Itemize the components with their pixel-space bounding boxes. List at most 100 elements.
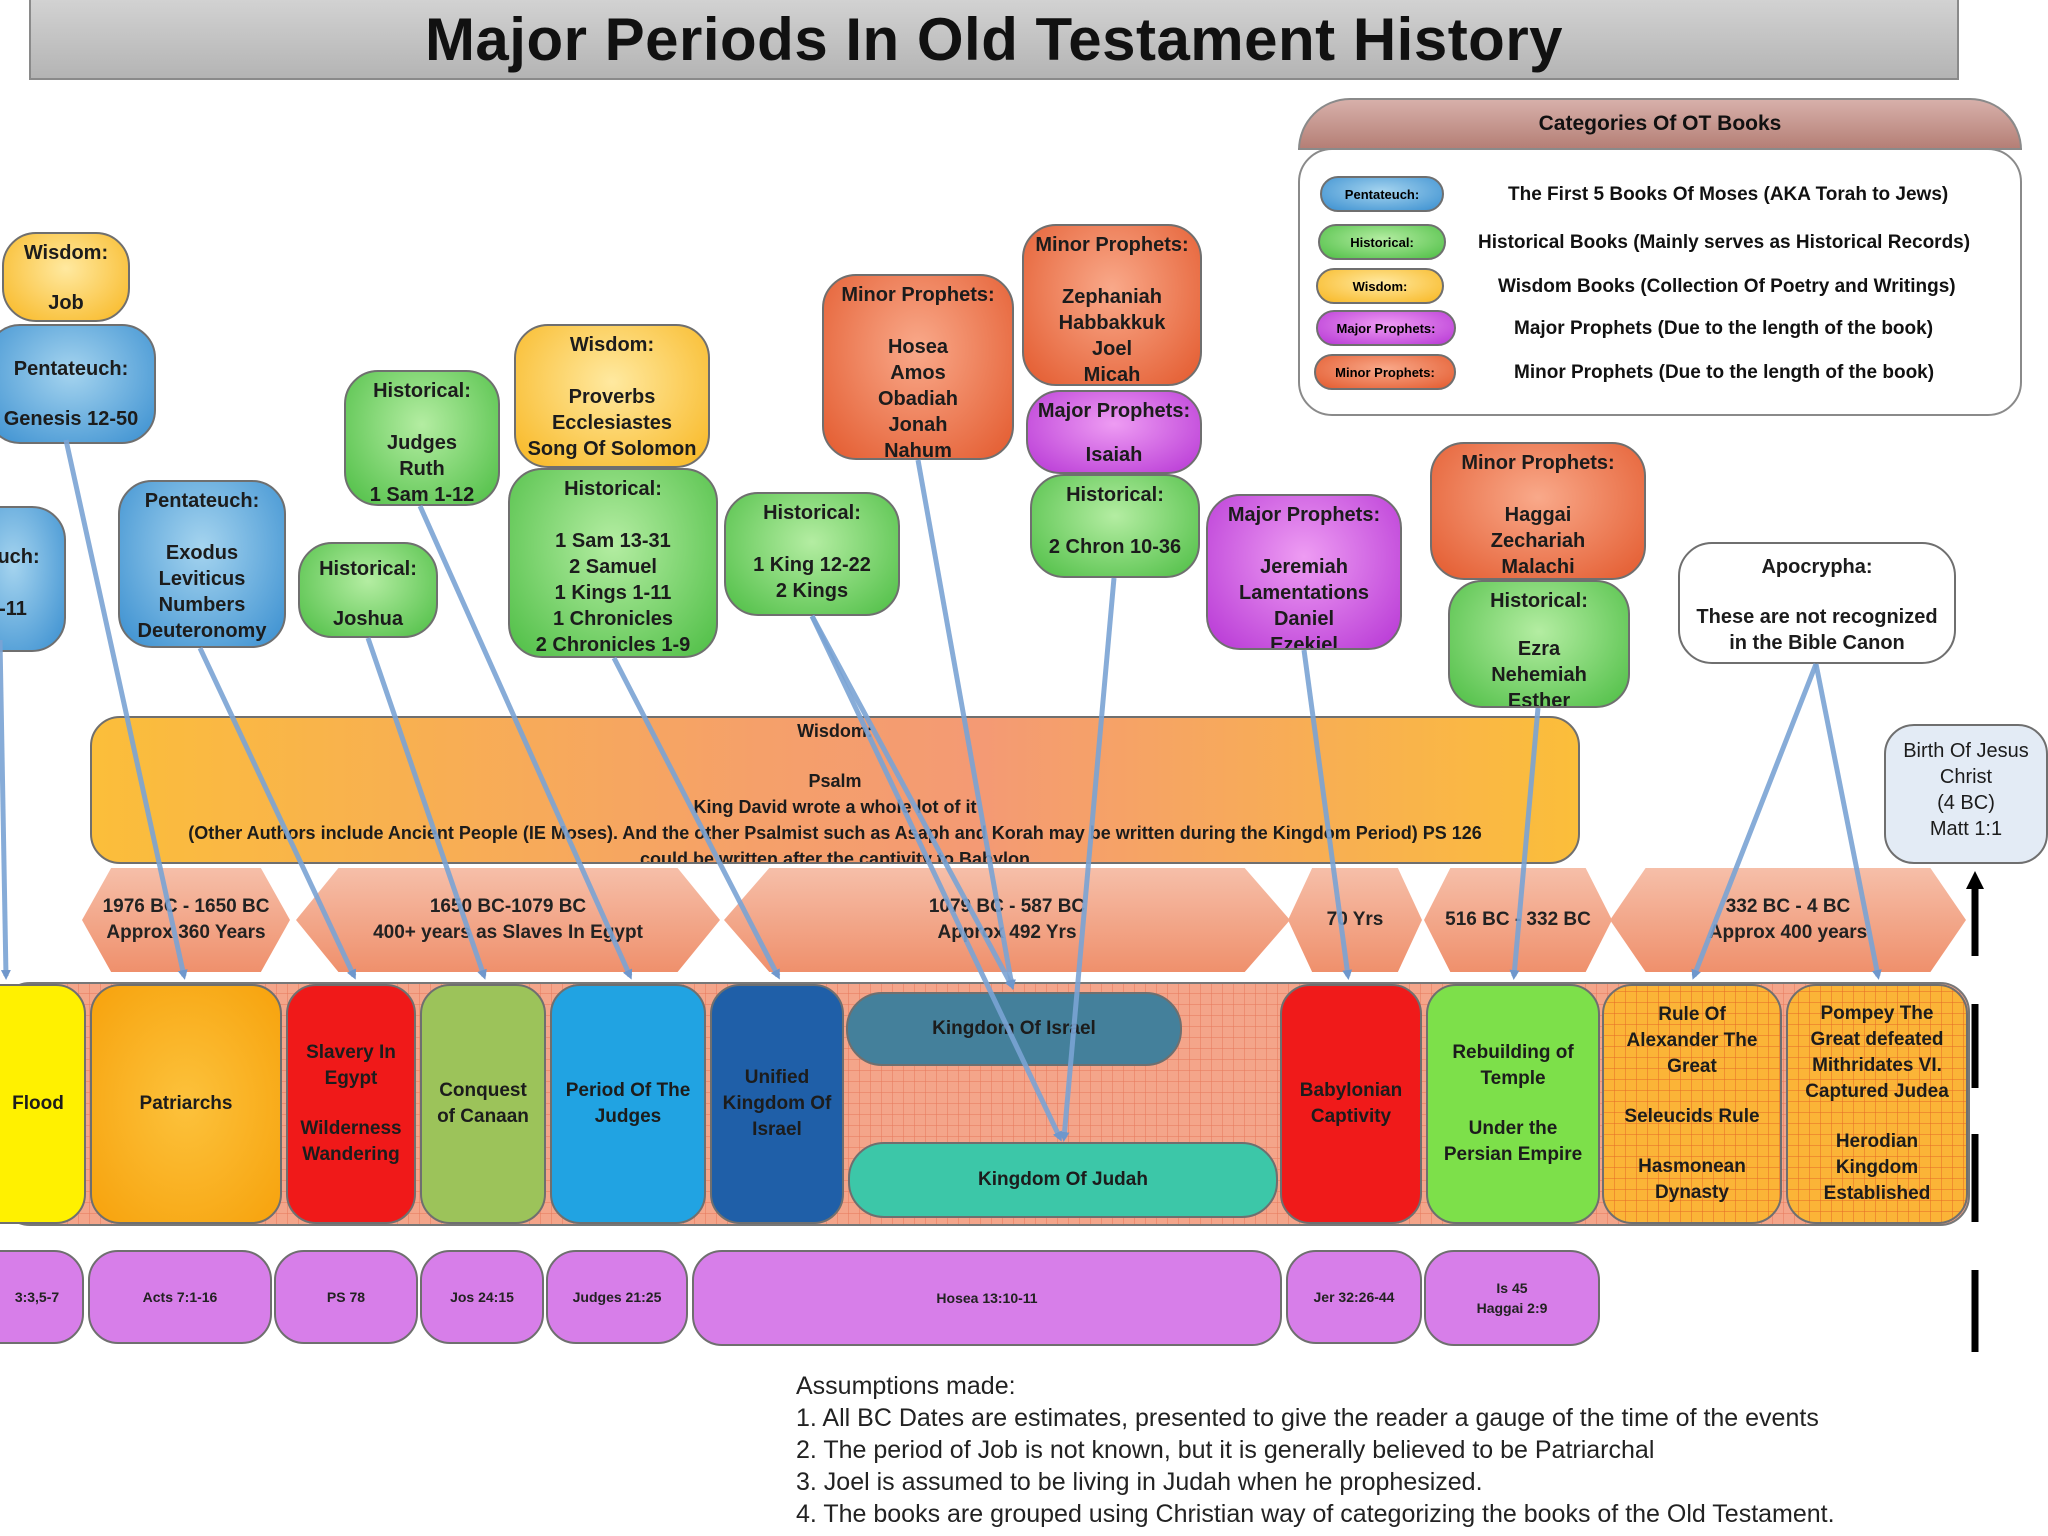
- book-list: -11: [0, 598, 27, 620]
- period-label: of Canaan: [437, 1106, 529, 1127]
- period-label: Egypt: [324, 1068, 378, 1089]
- book-box-proverbs: Wisdom: Proverbs Ecclesiastes Song Of So…: [514, 324, 710, 468]
- book-box-ezra: Historical: Ezra Nehemiah Esther: [1448, 580, 1630, 708]
- psalm-line: Psalm: [808, 771, 862, 791]
- period-label: Slavery In: [306, 1042, 396, 1063]
- legend-pill-wisdom: Wisdom:: [1316, 268, 1444, 304]
- legend-desc-major-prophets: Major Prophets (Due to the length of the…: [1514, 318, 1934, 339]
- period-label: Conquest: [439, 1080, 527, 1101]
- period-label: Seleucids Rule: [1624, 1106, 1760, 1127]
- book-item: Proverbs: [568, 386, 656, 408]
- reference-pill: PS 78: [274, 1250, 418, 1344]
- reference-text: Jos 24:15: [450, 1289, 514, 1305]
- period-label: Mithridates VI.: [1812, 1055, 1942, 1076]
- book-category: Minor Prophets:: [1461, 452, 1615, 474]
- book-item: Ecclesiastes: [551, 412, 673, 434]
- connector-arrow: [1301, 649, 1353, 980]
- date-span-egypt: 1650 BC-1079 BC 400+ years as Slaves In …: [296, 868, 720, 972]
- book-category: euch:: [0, 546, 40, 568]
- book-item: Nahum: [884, 440, 952, 460]
- book-item: Judges: [386, 432, 458, 454]
- period-babylonian-captivity: Babylonian Captivity: [1280, 984, 1422, 1224]
- date-duration: Approx 360 Years: [106, 922, 266, 943]
- book-item: Hosea: [887, 336, 949, 358]
- period-label: Kingdom Of: [722, 1093, 832, 1114]
- book-item: Zephaniah: [1061, 286, 1162, 308]
- book-item: 1 Chronicles: [552, 608, 674, 630]
- book-box-exodus: Pentateuch: Exodus Leviticus Numbers Deu…: [118, 480, 286, 648]
- book-item: Exodus: [165, 542, 239, 564]
- book-category: Pentateuch:: [13, 358, 129, 380]
- date-duration: Approx 492 Yrs: [937, 922, 1077, 943]
- reference-text: Haggai 2:9: [1476, 1300, 1548, 1316]
- book-box-2-chronicles: Historical: 2 Chron 10-36: [1030, 474, 1200, 578]
- book-item: Habbakkuk: [1058, 312, 1166, 334]
- book-item: Song Of Solomon: [527, 438, 697, 460]
- event-text: Birth Of Jesus: [1903, 740, 2029, 762]
- period-kingdom-of-judah: Kingdom Of Judah: [848, 1142, 1278, 1218]
- page-title: Major Periods In Old Testament History: [424, 5, 1564, 73]
- period-label: Herodian: [1835, 1131, 1919, 1152]
- reference-text: PS 78: [326, 1289, 366, 1305]
- reference-text: Acts 7:1-16: [142, 1289, 218, 1305]
- book-list: 2 Chron 10-36: [1048, 536, 1182, 558]
- book-item: Leviticus: [158, 568, 246, 590]
- legend-desc-minor-prophets: Minor Prophets (Due to the length of the…: [1514, 362, 1935, 383]
- psalm-line: (Other Authors include Ancient People (I…: [188, 823, 1482, 843]
- date-span-patriarchs: 1976 BC - 1650 BC Approx 360 Years: [82, 868, 290, 972]
- period-hellenistic: Rule Of Alexander The Great Seleucids Ru…: [1602, 984, 1782, 1224]
- book-category: Historical:: [1490, 590, 1588, 612]
- period-label: Period Of The: [565, 1080, 691, 1101]
- reference-pill: Jer 32:26-44: [1286, 1250, 1422, 1344]
- apocrypha-heading: Apocrypha:: [1761, 556, 1873, 578]
- period-label: Kingdom: [1835, 1157, 1919, 1178]
- period-flood: Flood: [0, 984, 86, 1224]
- book-box-judges-ruth: Historical: Judges Ruth 1 Sam 1-12: [344, 370, 500, 506]
- birth-of-jesus-box: Birth Of Jesus Christ (4 BC) Matt 1:1: [1884, 724, 2048, 864]
- period-label: Rule Of: [1658, 1004, 1726, 1025]
- book-item: Ezekiel: [1270, 634, 1338, 650]
- period-unified-kingdom: Unified Kingdom Of Israel: [710, 984, 844, 1224]
- book-category: Wisdom:: [569, 334, 655, 356]
- book-category: Historical:: [373, 380, 471, 402]
- reference-text: Judges 21:25: [572, 1289, 662, 1305]
- period-kingdom-of-israel: Kingdom Of Israel: [846, 992, 1182, 1066]
- date-duration: 400+ years as Slaves In Egypt: [373, 922, 643, 943]
- period-label: Temple: [1480, 1068, 1546, 1089]
- title-banner: Major Periods In Old Testament History: [29, 0, 1959, 80]
- book-item: Daniel: [1273, 608, 1335, 630]
- book-item: Jonah: [888, 414, 948, 436]
- reference-text: 3:3,5-7: [14, 1289, 60, 1305]
- period-label: Israel: [752, 1119, 802, 1140]
- book-item: 1 Sam 1-12: [369, 484, 475, 506]
- assumption-item: 2. The period of Job is not known, but i…: [796, 1436, 1655, 1464]
- reference-text: Is 45: [1496, 1280, 1528, 1296]
- reference-text: Hosea 13:10-11: [936, 1290, 1038, 1306]
- period-label: Great defeated: [1810, 1029, 1944, 1050]
- book-item: Nehemiah: [1491, 664, 1587, 686]
- date-span-intertestamental: 332 BC - 4 BC Approx 400 years: [1610, 868, 1966, 972]
- book-item: 1 Kings 1-11: [554, 582, 672, 604]
- legend-pill-major-prophets: Major Prophets:: [1316, 310, 1456, 346]
- date-range: 1976 BC - 1650 BC: [102, 896, 270, 917]
- period-label: Kingdom Of Israel: [932, 1018, 1096, 1039]
- assumption-item: 1. All BC Dates are estimates, presented…: [796, 1404, 1819, 1432]
- period-label: Under the: [1468, 1118, 1558, 1139]
- reference-pill: Judges 21:25: [546, 1250, 688, 1344]
- book-box-genesis-1-11: euch: -11: [0, 506, 66, 652]
- connector-arrow: [915, 459, 1016, 990]
- connector-arrow: [197, 646, 357, 980]
- book-item: 2 Kings: [775, 580, 849, 602]
- period-label: Captivity: [1310, 1106, 1392, 1127]
- book-category: Major Prophets:: [1037, 400, 1191, 422]
- period-patriarchs: Patriarchs: [90, 984, 282, 1224]
- book-item: Haggai: [1504, 504, 1572, 526]
- book-item: 1 King 12-22: [753, 554, 871, 576]
- book-list: Joshua: [332, 608, 404, 630]
- book-category: Pentateuch:: [144, 490, 260, 512]
- apocrypha-text: in the Bible Canon: [1729, 632, 1905, 654]
- reference-pill: 3:3,5-7: [0, 1250, 84, 1344]
- date-span-captivity: 70 Yrs: [1288, 868, 1422, 972]
- book-box-samuel-kings: Historical: 1 Sam 13-31 2 Samuel 1 Kings…: [508, 468, 718, 658]
- period-label: Flood: [12, 1093, 64, 1114]
